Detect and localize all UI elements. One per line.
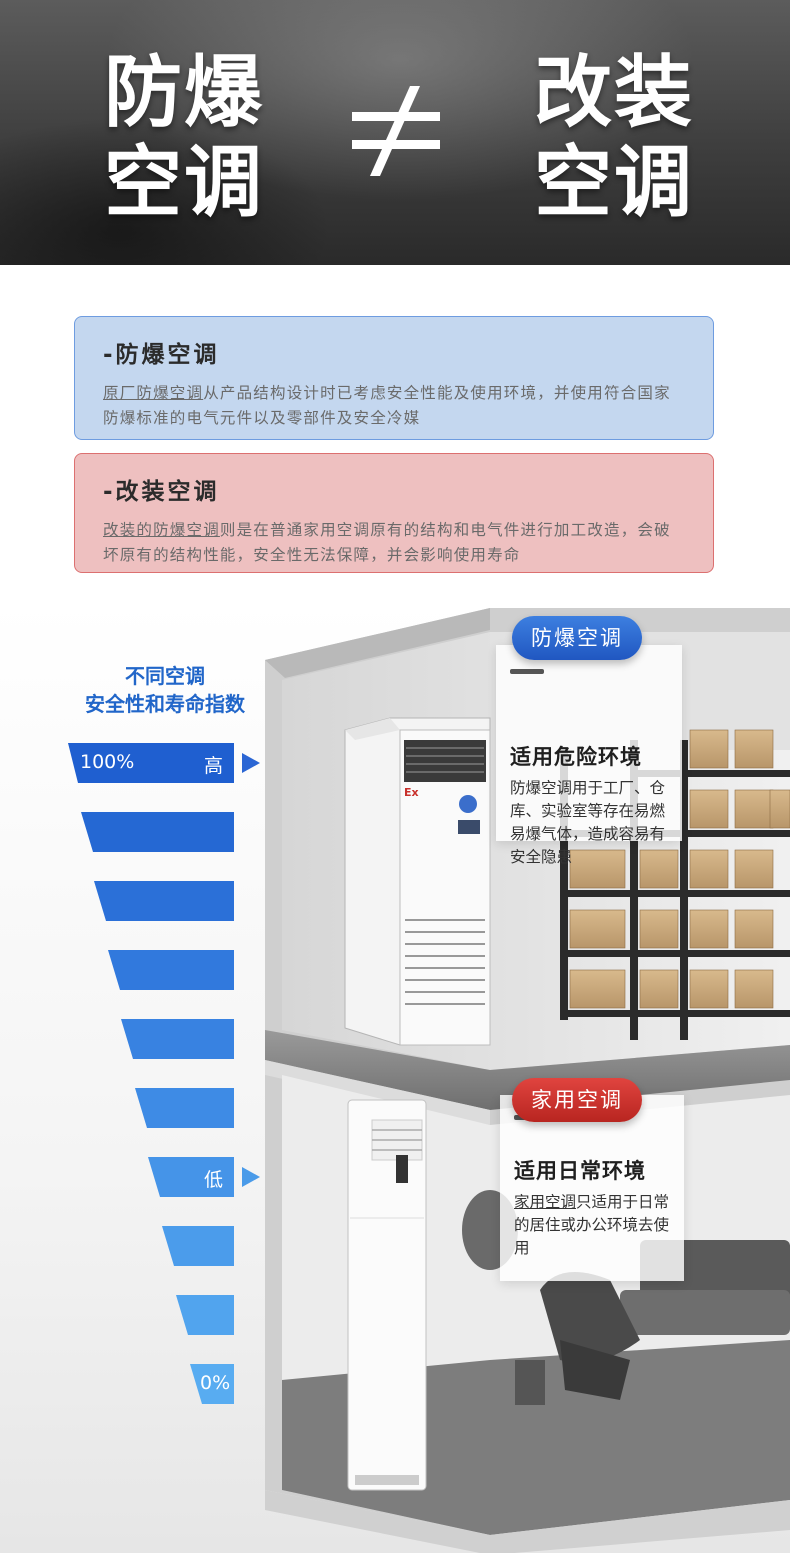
card-link-text: 原厂防爆空调 <box>103 384 204 402</box>
index-bar-8 <box>162 1226 234 1266</box>
title-left-line2: 空调 <box>104 138 265 228</box>
index-label-100: 100% <box>80 751 135 773</box>
index-title: 不同空调 安全性和寿命指数 <box>50 662 280 718</box>
upper-floor-tag: 防爆空调 <box>512 616 642 660</box>
modified-card: -改装空调 改装的防爆空调则是在普通家用空调原有的结构和电气件进行加工改造，会破… <box>74 453 714 573</box>
title-right-line1: 改装 <box>534 48 695 138</box>
lower-floor-tag: 家用空调 <box>512 1078 642 1122</box>
lower-floor-body-text: 只适用于日常的居住或办公环境去使用 <box>514 1193 670 1257</box>
not-equal-icon <box>352 86 440 176</box>
title-explosion-proof: 防爆 空调 <box>104 48 304 228</box>
index-bar-5 <box>121 1019 234 1059</box>
index-bar-3 <box>94 881 234 921</box>
card-description: 原厂防爆空调从产品结构设计时已考虑安全性能及使用环境，并使用符合国家防爆标准的电… <box>103 381 687 431</box>
card-body-text: 从产品结构设计时已考虑安全性能及使用环境，并使用符合国家防爆标准的电气元件以及零… <box>103 384 671 427</box>
index-title-line1: 不同空调 <box>125 664 205 688</box>
lower-floor-heading: 适用日常环境 <box>514 1159 646 1183</box>
index-bar-4 <box>108 950 234 990</box>
index-bar-7: 低 <box>148 1157 234 1197</box>
index-label-0: 0% <box>200 1372 231 1394</box>
header-banner: 防爆 空调 改装 空调 <box>0 0 790 265</box>
upper-floor-info-panel: 适用危险环境 防爆空调用于工厂、仓库、实验室等存在易燃易爆气体，造成容易有安全隐… <box>496 645 682 866</box>
card-body-text: 则是在普通家用空调原有的结构和电气件进行加工改造，会破坏原有的结构性能，安全性无… <box>103 521 671 564</box>
explosion-proof-card: -防爆空调 原厂防爆空调从产品结构设计时已考虑安全性能及使用环境，并使用符合国家… <box>74 316 714 440</box>
lower-floor-info-panel: 适用日常环境 家用空调只适用于日常的居住或办公环境去使用 <box>500 1095 684 1281</box>
card-title: -改装空调 <box>103 479 220 505</box>
card-description: 改装的防爆空调则是在普通家用空调原有的结构和电气件进行加工改造，会破坏原有的结构… <box>103 518 687 568</box>
upper-floor-heading: 适用危险环境 <box>510 745 642 769</box>
index-bar-1: 100% 高 <box>68 743 234 783</box>
high-pointer-icon <box>242 753 260 773</box>
index-bar-2 <box>81 812 234 852</box>
upper-floor-description: 防爆空调用于工厂、仓库、实验室等存在易燃易爆气体，造成容易有安全隐患 <box>510 779 666 866</box>
index-label-low: 低 <box>204 1169 224 1191</box>
index-title-line2: 安全性和寿命指数 <box>85 692 245 716</box>
title-right-line2: 空调 <box>534 138 695 228</box>
title-left-line1: 防爆 <box>104 48 265 138</box>
ex-mark: Ex <box>404 786 419 799</box>
index-bar-6 <box>135 1088 234 1128</box>
lower-floor-description: 家用空调只适用于日常的居住或办公环境去使用 <box>514 1191 684 1260</box>
card-title: -防爆空调 <box>103 342 220 368</box>
card-link-text: 改装的防爆空调 <box>103 521 220 539</box>
index-label-high: 高 <box>204 755 224 777</box>
low-pointer-icon <box>242 1167 260 1187</box>
title-modified: 改装 空调 <box>534 48 734 228</box>
lower-floor-link-text: 家用空调 <box>514 1193 577 1211</box>
building-illustration: 不同空调 安全性和寿命指数 100% 高 低 0% 适用危险环境 防爆空调用于工… <box>0 600 790 1553</box>
